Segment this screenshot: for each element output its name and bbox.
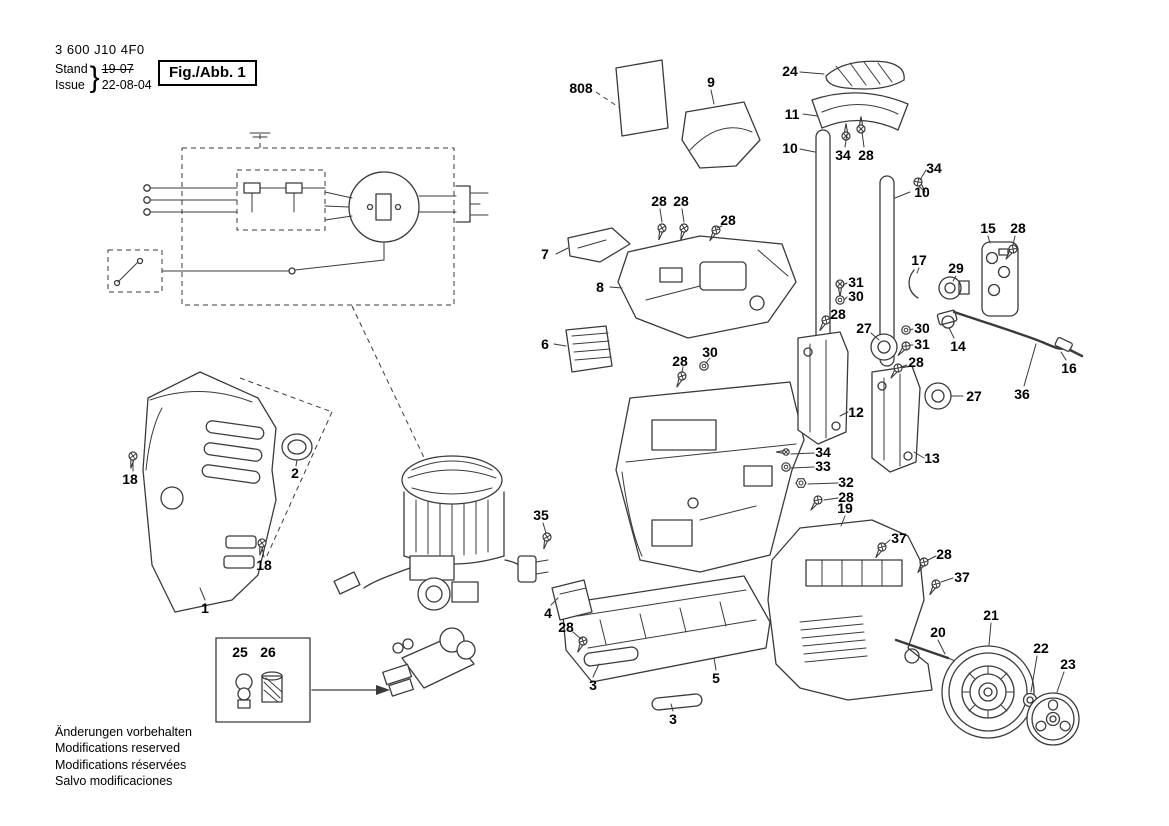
leader-lines — [133, 72, 1066, 711]
coupling-14 — [937, 310, 957, 328]
push-nut-icon — [835, 295, 845, 305]
screw-icon — [126, 450, 139, 470]
figure-label: Fig./Abb. 1 — [158, 60, 257, 86]
cover-piece-9 — [682, 102, 760, 168]
panel-13 — [872, 366, 920, 472]
connector-16 — [1055, 337, 1082, 356]
panel-15 — [982, 242, 1018, 316]
footer-line-es: Salvo modificaciones — [55, 773, 173, 788]
wiring-schematic — [108, 133, 488, 305]
footer-line-fr: Modifications réservées — [55, 757, 187, 772]
knob-27-right — [925, 383, 951, 409]
tube-right-10 — [880, 176, 894, 366]
front-panel-1 — [143, 372, 276, 612]
nut-icon — [795, 478, 807, 488]
nameplate-808 — [616, 60, 668, 136]
pad-3-a — [583, 646, 638, 666]
screw-icon — [925, 577, 943, 598]
footer-line-en: Modifications reserved — [55, 741, 181, 756]
cap-2 — [282, 434, 312, 460]
motor-assembly — [334, 456, 504, 610]
push-nut-icon — [901, 325, 911, 335]
wheel-21 — [942, 646, 1034, 738]
hose-36 — [954, 312, 1066, 349]
arrow-icon — [376, 685, 390, 695]
screw-icon — [672, 370, 688, 390]
bracket-7 — [568, 228, 630, 262]
stand-value: 19-07 — [101, 62, 134, 77]
grille-6 — [566, 326, 612, 372]
footer-line-de: Änderungen vorbehalten — [55, 725, 192, 739]
screw-icon — [806, 493, 825, 514]
issue-label: Issue — [55, 77, 85, 92]
screw-icon — [539, 531, 553, 551]
rear-housing-19 — [768, 520, 932, 700]
handle-frame-11 — [812, 93, 908, 130]
header-block: 3 600 J10 4F0 Stand Issue } 19-07 22-08-… — [55, 42, 152, 94]
footer-notes: Änderungen vorbehalten Modifications res… — [55, 724, 192, 789]
push-nut-icon — [699, 361, 709, 371]
handle-grip-24 — [826, 61, 904, 89]
issue-value: 22-08-04 — [101, 77, 152, 92]
screw-icon — [835, 279, 845, 298]
pad-3-b — [652, 693, 703, 710]
hook-17 — [909, 270, 918, 298]
hubcap-23 — [1027, 693, 1079, 745]
washer-icon — [781, 462, 791, 472]
panel-12 — [798, 332, 848, 444]
part-4 — [552, 580, 592, 620]
brace-glyph: } — [89, 60, 100, 94]
screw-icon — [654, 222, 668, 242]
projection-lines — [240, 92, 620, 558]
stand-label: Stand — [55, 62, 88, 77]
power-plug — [505, 556, 548, 582]
part-code: 3 600 J10 4F0 — [55, 42, 145, 57]
main-housing — [616, 382, 804, 572]
knob-27-left — [871, 334, 897, 360]
top-cover-8 — [618, 236, 796, 338]
motor-29 — [939, 277, 969, 299]
detail-box-25-26 — [216, 638, 390, 722]
valve-assembly — [383, 628, 475, 696]
stand-issue-block: Stand Issue } 19-07 22-08-04 — [55, 62, 152, 93]
